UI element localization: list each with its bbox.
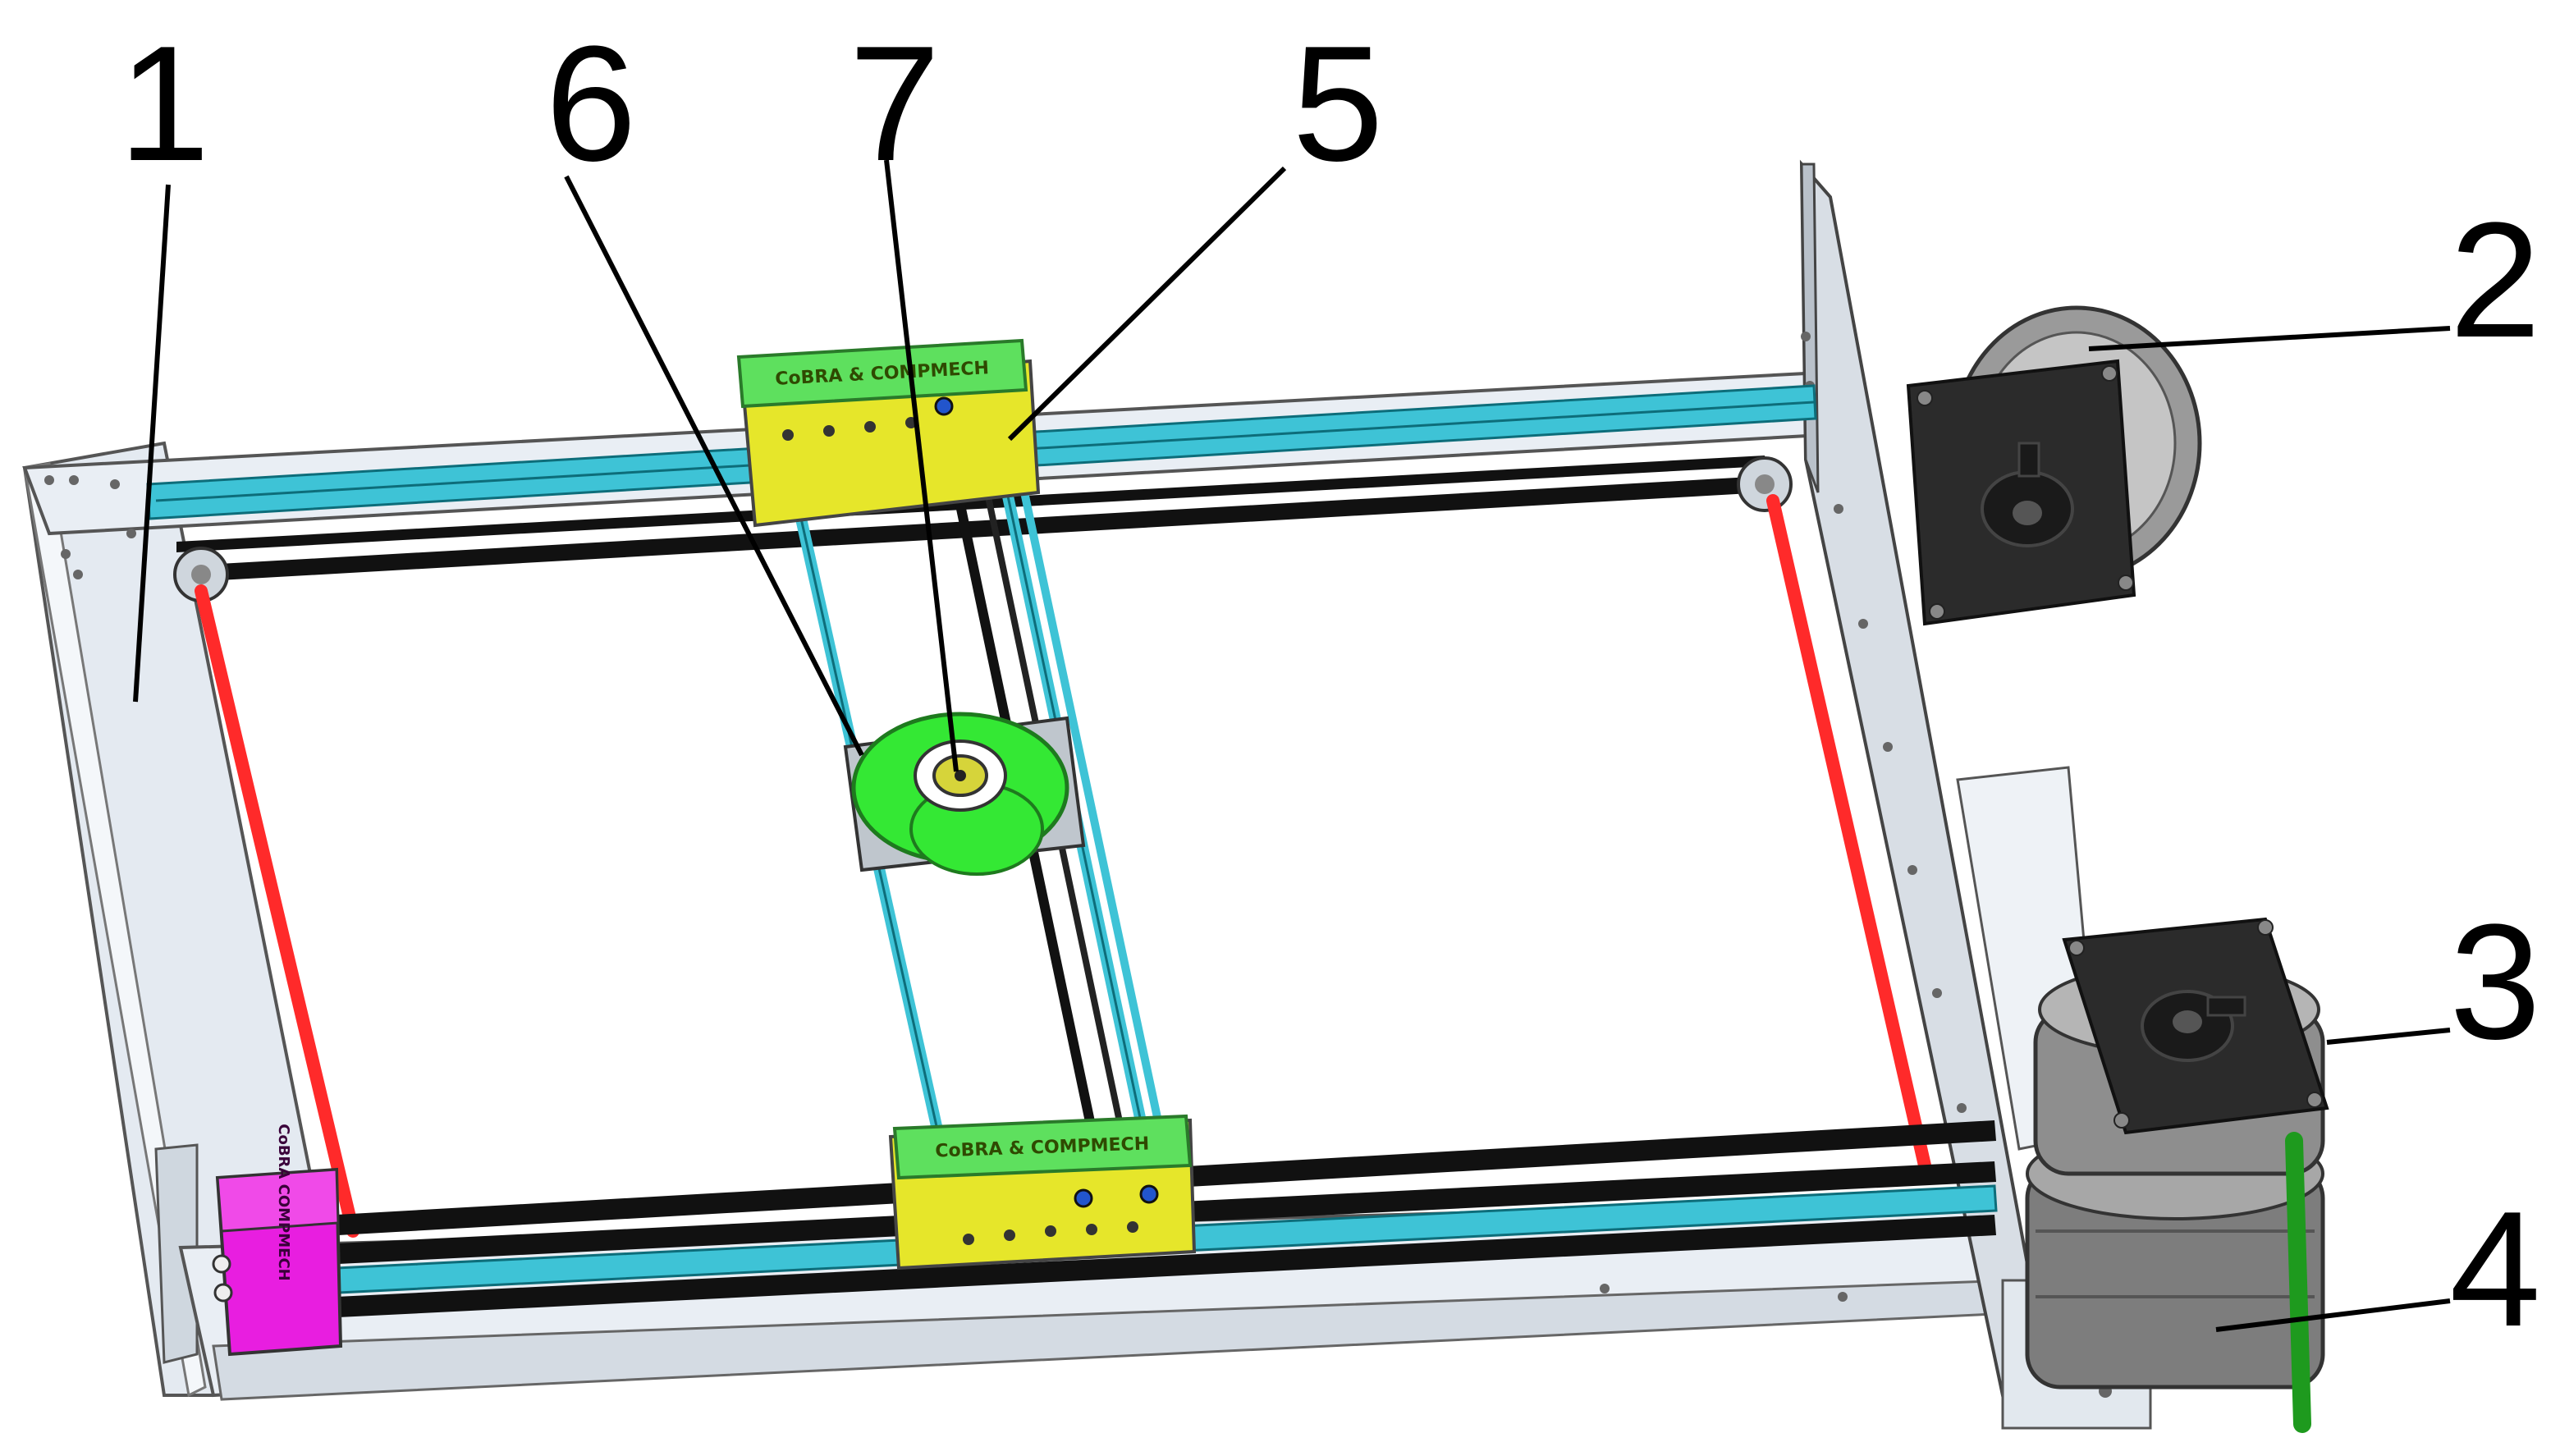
callout-4: 4 — [2449, 1178, 2540, 1361]
end-block-engraving: CoBRA COMPMECH — [275, 1124, 292, 1280]
leader-lines — [133, 159, 2451, 1332]
right-red-shaft — [1766, 494, 1931, 1172]
end-block: CoBRA COMPMECH — [212, 1124, 343, 1357]
bottom-carriage-plate — [892, 1114, 1193, 1180]
bottom-carriage: CoBRA & COMPMECH — [888, 1114, 1197, 1271]
top-carriage: CoBRA & COMPMECH — [736, 338, 1041, 528]
red-shafts — [195, 494, 1931, 1238]
leader-line-4 — [2215, 1298, 2451, 1332]
frame-left-bracket — [154, 1143, 199, 1364]
end-effector — [843, 712, 1086, 876]
callout-3: 3 — [2449, 891, 2540, 1074]
leader-line-2 — [2088, 326, 2451, 351]
bottom-belt-lower — [337, 1215, 1996, 1317]
frame-bolts — [44, 332, 2112, 1398]
callouts: 1 2 3 4 5 6 7 — [118, 12, 2540, 1361]
leader-line-5 — [1007, 166, 1287, 442]
leader-line-3 — [2326, 1028, 2451, 1045]
motor-2 — [1906, 305, 2202, 626]
callout-2: 2 — [2449, 189, 2540, 372]
top-belt — [176, 476, 1765, 583]
callout-6: 6 — [545, 12, 636, 195]
motor-3 — [2033, 917, 2329, 1433]
left-red-shaft — [195, 584, 359, 1238]
leader-line-6 — [564, 175, 864, 757]
frame — [22, 159, 2152, 1430]
motor-green-rod — [2285, 1132, 2311, 1433]
leader-line-1 — [133, 184, 171, 703]
callout-7: 7 — [849, 12, 940, 195]
callout-1: 1 — [118, 12, 209, 195]
callout-5: 5 — [1292, 12, 1383, 195]
leader-line-7 — [884, 159, 959, 772]
top-carriage-plate — [736, 338, 1028, 409]
